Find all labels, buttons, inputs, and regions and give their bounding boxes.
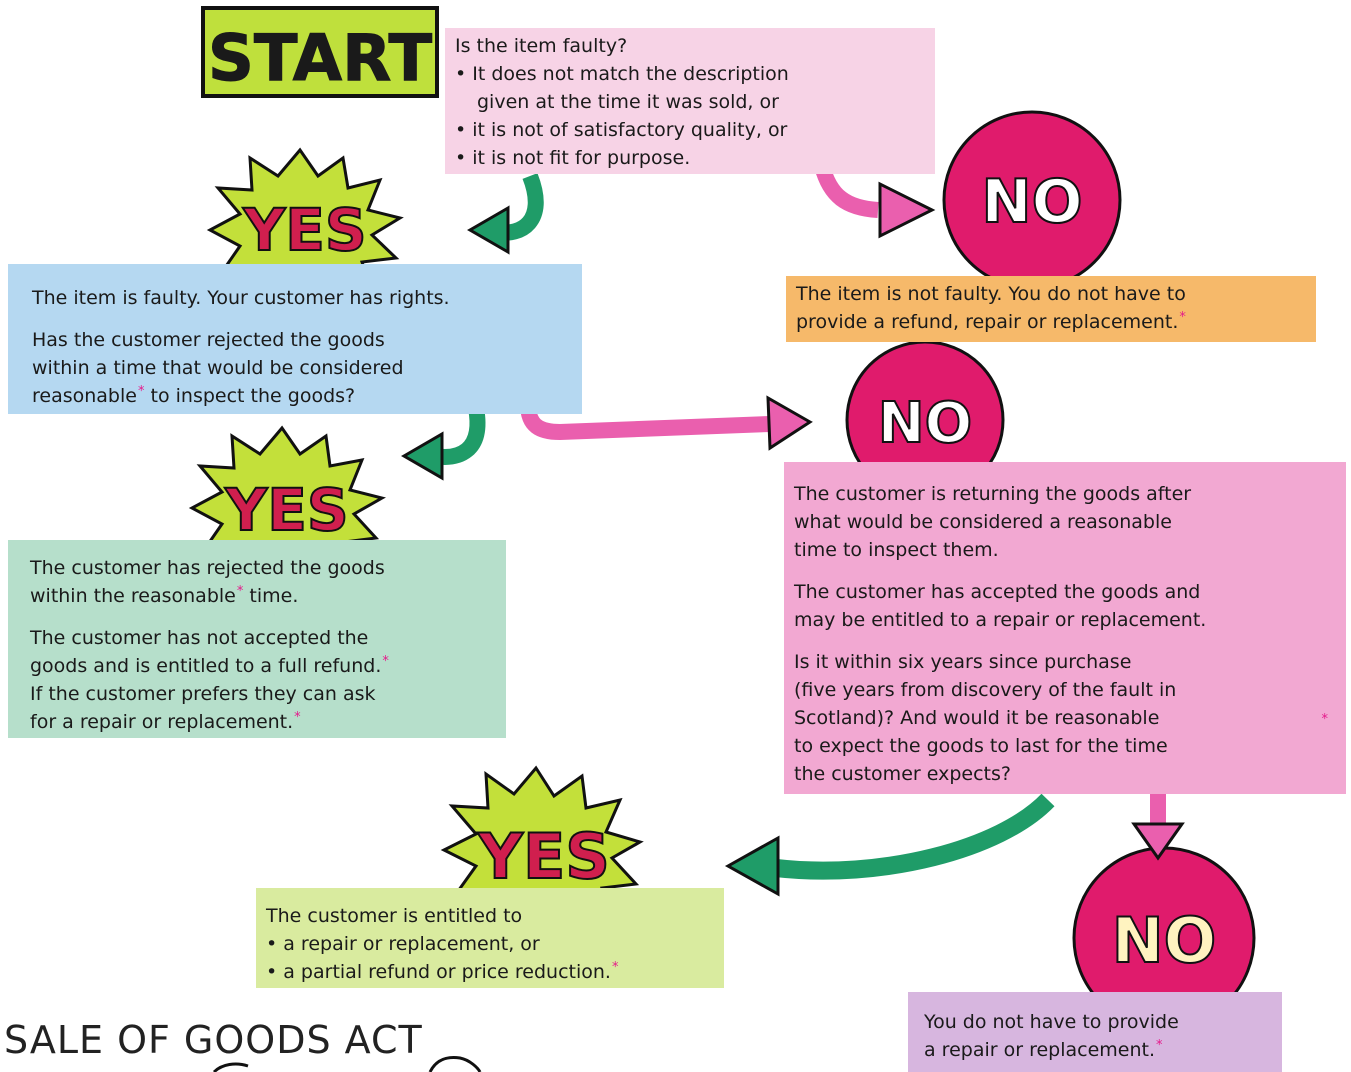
footnote-star: * <box>236 583 244 599</box>
yes-arrow-3 <box>724 793 1055 897</box>
question-faulty-bullet: it is not fit for purpose. <box>455 144 925 172</box>
faulty-no-box: The item is not faulty. You do not have … <box>786 276 1316 342</box>
six-years-yes-box: The customer is entitled to a repair or … <box>256 888 724 988</box>
six-years-yes-title: The customer is entitled to <box>266 905 523 927</box>
faulty-yes-line1: The item is faulty. Your customer has ri… <box>32 287 450 309</box>
question-faulty-title: Is the item faulty? <box>455 35 628 57</box>
six-years-yes-bullet: a repair or replacement, or <box>266 930 714 958</box>
no-badge-1: NO <box>942 110 1122 290</box>
faulty-yes-box: The item is faulty. Your customer has ri… <box>8 264 582 414</box>
six-years-no-line1: You do not have to provide <box>924 1011 1179 1033</box>
footnote-star: * <box>611 959 619 975</box>
faulty-yes-question-l2: within a time that would be considered <box>32 357 404 379</box>
no-arrow-3 <box>1131 792 1185 861</box>
rejected-yes-p1: The customer has rejected the goods with… <box>30 557 385 607</box>
rejected-yes-box: The customer has rejected the goods with… <box>8 540 506 738</box>
no-badge-2: NO <box>845 340 1005 500</box>
yes-label-1: YES <box>242 196 366 264</box>
start-label: START <box>208 22 433 96</box>
footer-doodle <box>212 1056 482 1072</box>
six-years-yes-bullet: a partial refund or price reduction.* <box>266 958 714 986</box>
rejected-no-p1: The customer is returning the goods afte… <box>794 483 1192 561</box>
no-arrow-1 <box>814 163 936 239</box>
rejected-no-p3: Is it within six years since purchase (f… <box>794 651 1177 785</box>
no-label-2: NO <box>878 391 972 456</box>
footnote-star: * <box>137 383 145 399</box>
faulty-yes-question-l4: to inspect the goods? <box>150 385 356 407</box>
no-label-1: NO <box>981 167 1082 237</box>
no-label-3: NO <box>1112 904 1217 977</box>
faulty-no-line1: The item is not faulty. You do not have … <box>796 283 1186 305</box>
question-faulty-bullet: it is not of satisfactory quality, or <box>455 116 925 144</box>
no-badge-3: NO <box>1072 846 1256 1030</box>
footnote-star: * <box>1179 309 1186 325</box>
faulty-yes-question-l1: Has the customer rejected the goods <box>32 329 385 351</box>
rejected-yes-p2: The customer has not accepted the goods … <box>30 627 389 733</box>
rejected-no-p2: The customer has accepted the goods and … <box>794 581 1207 631</box>
faulty-yes-question-l3: reasonable <box>32 385 137 407</box>
yes-label-2: YES <box>224 476 348 544</box>
yes-label-3: YES <box>477 820 610 893</box>
footnote-star: * <box>382 653 389 669</box>
six-years-no-box: You do not have to provide a repair or r… <box>908 992 1282 1072</box>
question-faulty-bullet-cont: given at the time it was sold, or <box>477 91 779 113</box>
yes-arrow-1 <box>467 173 544 255</box>
six-years-no-line2: a repair or replacement.* <box>924 1037 1163 1061</box>
question-faulty-box: Is the item faulty? It does not match th… <box>445 28 935 174</box>
rejected-no-box: The customer is returning the goods afte… <box>784 462 1346 794</box>
footnote-star: * <box>294 709 301 725</box>
footnote-star: * <box>1156 1037 1163 1053</box>
faulty-yes-question: Has the customer rejected the goods with… <box>32 326 558 410</box>
start-badge <box>201 6 439 98</box>
footer-title: SALE OF GOODS ACT <box>4 1018 423 1062</box>
question-faulty-bullet: It does not match the description <box>455 60 925 88</box>
yes-arrow-2 <box>401 406 486 481</box>
faulty-no-line2: provide a refund, repair or replacement.… <box>796 309 1186 333</box>
